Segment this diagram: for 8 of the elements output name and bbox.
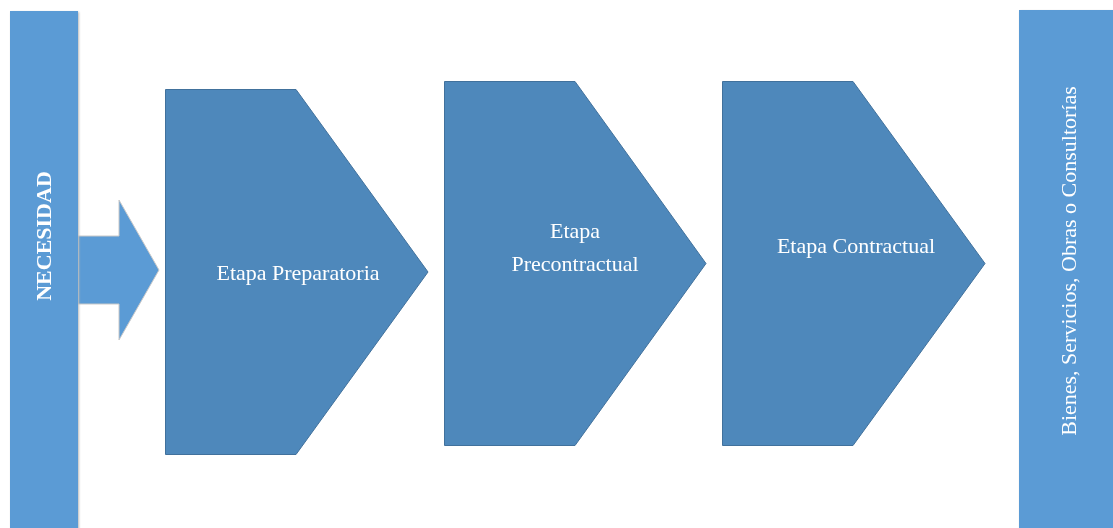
vertical-bar [10,11,78,528]
stage-label: Etapa Preparatoria [215,258,381,287]
bar-label: NECESIDAD [31,171,57,301]
block-arrow [77,199,160,341]
vertical-bar [1019,10,1113,528]
stage-label: Etapa Precontractual [510,217,640,278]
stage-label: Etapa Contractual [775,231,937,260]
bar-label: Bienes, Servicios, Obras o Consultorías [1056,86,1082,436]
